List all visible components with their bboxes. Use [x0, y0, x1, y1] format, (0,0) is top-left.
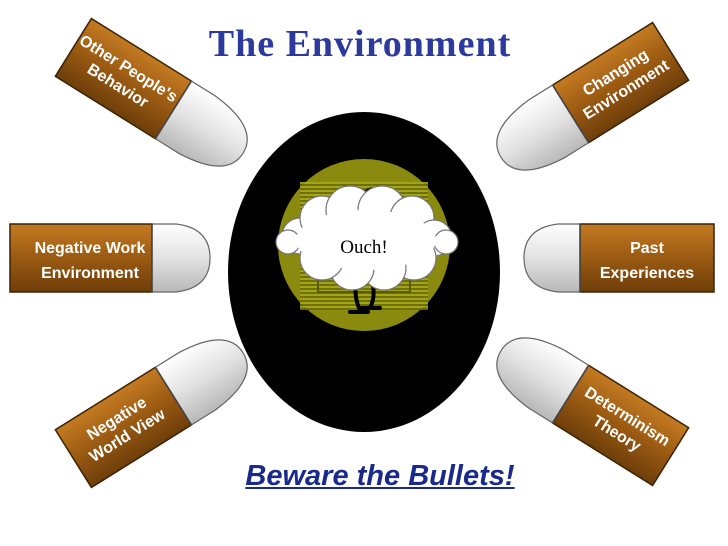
bullet-negative-world-view: Negative World View	[54, 339, 248, 489]
bullet-determinism-theory: Determinism Theory	[496, 337, 690, 487]
bullet-past-experiences: Past Experiences	[523, 223, 715, 293]
page-title: The Environment	[208, 23, 512, 65]
bullet-label: Environment	[41, 265, 139, 282]
bullet-label: Past	[630, 240, 664, 257]
bullet-changing-environment: Changing Environment	[496, 21, 690, 171]
bullet-label: Negative Work	[35, 240, 146, 257]
bullet-negative-work-environment: Negative Work Environment	[9, 223, 211, 293]
bullet-other-peoples-behavior: Other People's Behavior	[54, 17, 248, 167]
caption: Beware the Bullets!	[245, 460, 515, 492]
ouch-cloud	[275, 185, 459, 291]
bullet-label: Experiences	[600, 265, 694, 282]
ouch-text: Ouch!	[340, 237, 387, 258]
